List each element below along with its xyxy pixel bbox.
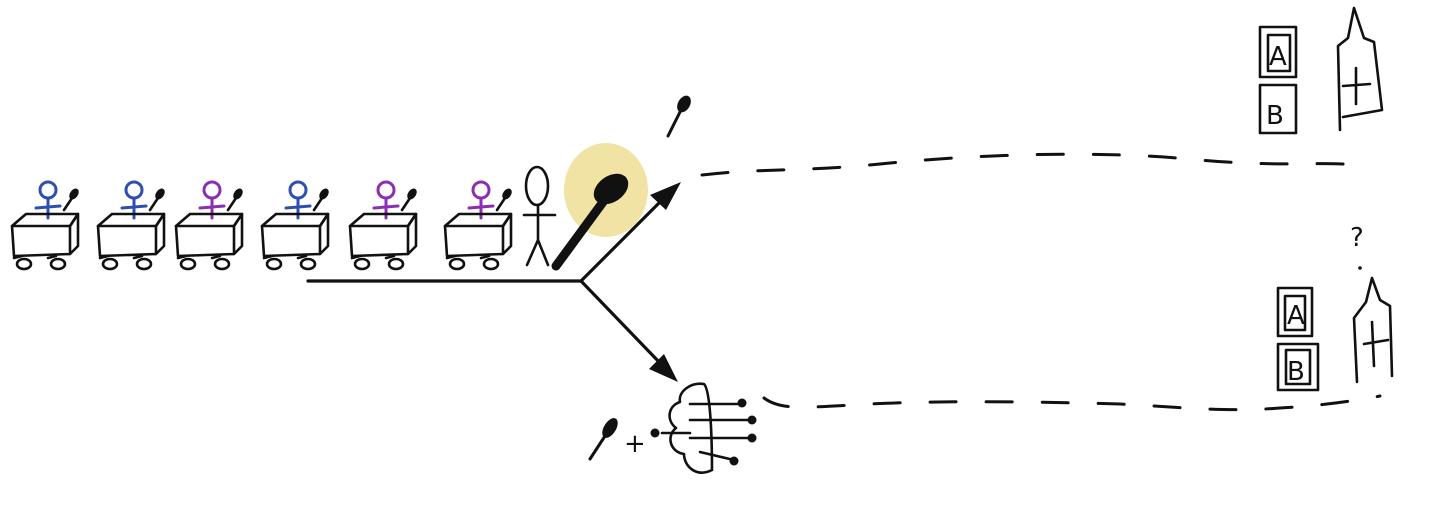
pencil-icon <box>666 95 691 138</box>
letter-a: A <box>1269 42 1287 72</box>
letter-a: A <box>1287 301 1305 331</box>
letter-b: B <box>1266 101 1284 131</box>
top-dashed-path <box>700 152 1360 177</box>
pencil-icon <box>588 418 618 461</box>
student-at-desk <box>174 180 244 271</box>
plus-sign: + <box>624 429 646 459</box>
paper-stack-icon: A B <box>1276 286 1320 392</box>
student-at-desk <box>443 180 513 271</box>
building-icon <box>1336 6 1384 132</box>
teacher-figure <box>522 165 557 267</box>
paper-stack-icon: A B <box>1258 25 1298 135</box>
letter-b: B <box>1287 357 1305 387</box>
highlighted-pencil-icon <box>551 143 648 271</box>
bottom-dashed-path <box>762 394 1382 412</box>
student-row <box>10 180 513 271</box>
student-at-desk <box>348 180 418 271</box>
brain-circuit-icon <box>650 382 757 474</box>
building-icon <box>1352 276 1394 384</box>
branch-arrows <box>306 182 681 382</box>
student-at-desk <box>10 180 80 271</box>
question-mark: ? <box>1350 223 1364 253</box>
student-at-desk <box>96 180 166 271</box>
student-at-desk <box>260 180 330 271</box>
